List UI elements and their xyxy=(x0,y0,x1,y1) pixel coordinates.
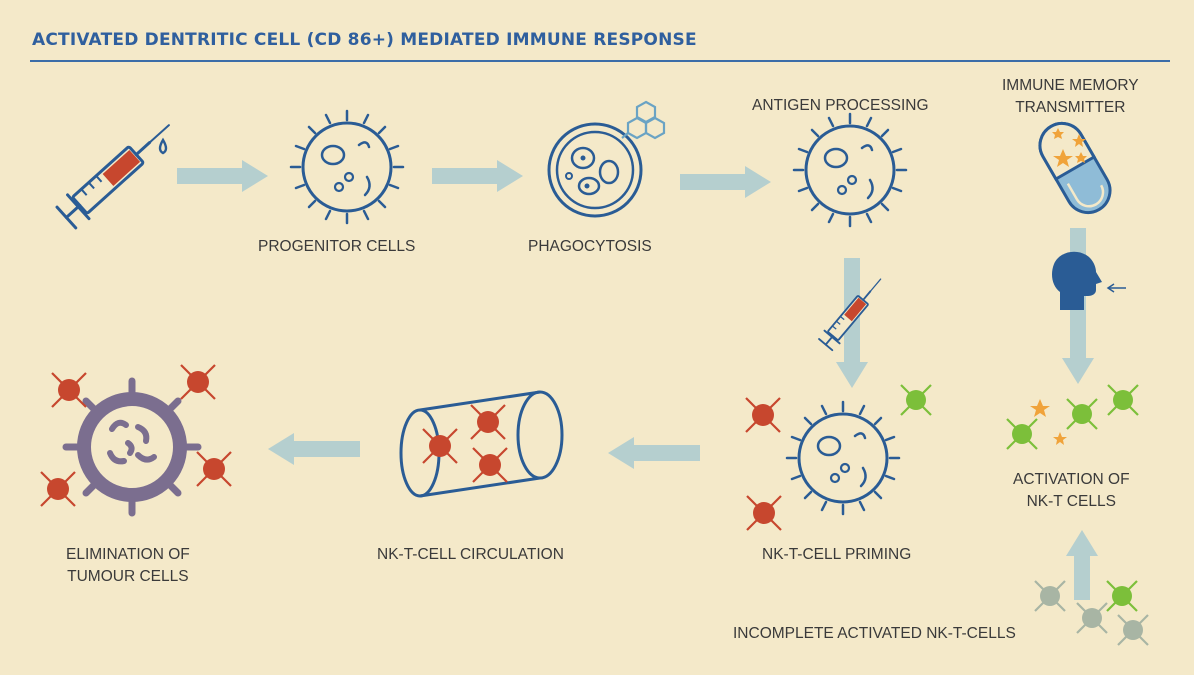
cell-icon xyxy=(289,109,405,225)
label-phagocytosis: PHAGOCYTOSIS xyxy=(528,238,652,255)
head-icon xyxy=(1052,251,1126,310)
label-antigen: ANTIGEN PROCESSING xyxy=(752,97,929,114)
star-icon xyxy=(1052,128,1087,167)
star-icon xyxy=(1030,399,1067,445)
label-memory-line2: TRANSMITTER xyxy=(1015,99,1126,116)
label-priming: NK-T-CELL PRIMING xyxy=(762,546,912,563)
blood-vessel-icon xyxy=(399,390,564,498)
phagocyte-icon xyxy=(547,122,643,218)
capsule-icon xyxy=(1038,121,1112,215)
label-activation-line2: NK-T CELLS xyxy=(1026,493,1116,510)
label-memory-line1: IMMUNE MEMORY xyxy=(1002,77,1139,94)
label-activation-line1: ACTIVATION OF xyxy=(1013,471,1130,488)
label-elimination: ELIMINATION OF TUMOUR CELLS xyxy=(66,544,190,588)
label-circulation: NK-T-CELL CIRCULATION xyxy=(377,546,564,563)
nk-cell-icon xyxy=(744,383,933,532)
title-divider xyxy=(30,60,1170,62)
nk-cell-icon xyxy=(39,363,233,508)
label-progenitor: PROGENITOR CELLS xyxy=(258,238,416,255)
page-title: ACTIVATED DENTRITIC CELL (CD 86+) MEDIAT… xyxy=(32,30,697,50)
label-activation: ACTIVATION OF NK-T CELLS xyxy=(1013,469,1130,513)
arrow-icon xyxy=(177,160,771,198)
nk-cell-icon xyxy=(1005,383,1140,451)
label-memory: IMMUNE MEMORY TRANSMITTER xyxy=(1002,75,1139,119)
cell-icon xyxy=(785,400,901,516)
drop-icon xyxy=(158,137,168,155)
arrow-icon xyxy=(1066,530,1098,600)
cell-icon xyxy=(792,112,908,228)
label-elimination-line1: ELIMINATION OF xyxy=(66,546,190,563)
label-elimination-line2: TUMOUR CELLS xyxy=(67,568,189,585)
molecule-icon xyxy=(621,100,666,140)
arrow-icon xyxy=(268,433,700,469)
label-incomplete: INCOMPLETE ACTIVATED NK-T-CELLS xyxy=(733,625,1016,642)
syringe-icon xyxy=(54,111,182,231)
nk-cell-icon xyxy=(1033,579,1150,647)
nk-cell-icon xyxy=(421,403,509,484)
tumour-cell-icon xyxy=(62,377,202,517)
